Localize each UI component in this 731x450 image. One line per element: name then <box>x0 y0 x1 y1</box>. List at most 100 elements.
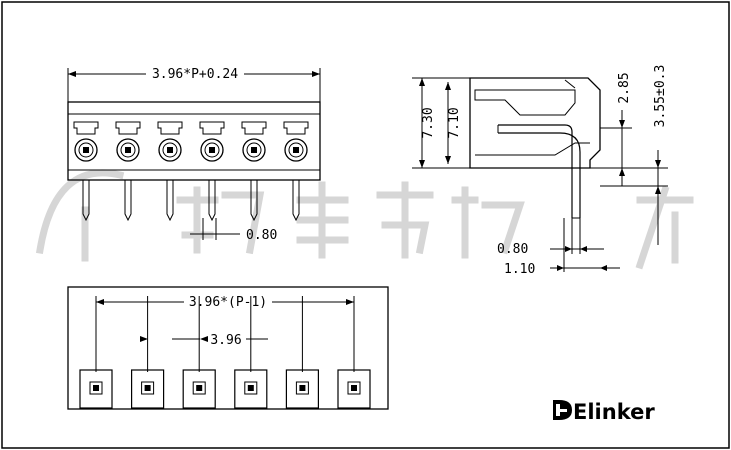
screw-slot <box>293 147 299 153</box>
pin-latch <box>241 121 267 135</box>
side-lower-line <box>475 142 590 156</box>
pad-pin <box>351 385 357 391</box>
top-pin-2 <box>115 121 141 222</box>
top-dim-arrow-right <box>312 71 320 77</box>
side-offset-upper-label: 2.85 <box>617 72 632 103</box>
pin-leg <box>82 180 90 222</box>
pin-leg <box>292 180 300 222</box>
bottom-pad-2 <box>131 296 165 409</box>
bottom-pad-4 <box>234 296 268 409</box>
pad-outline <box>182 369 216 409</box>
pad-pin <box>299 385 306 391</box>
arrow <box>580 246 587 252</box>
pad-outline <box>79 369 113 409</box>
arrow <box>655 160 661 168</box>
pad-hole <box>89 381 103 395</box>
bottom-pad-1 <box>79 296 113 409</box>
pad-hole <box>141 381 155 395</box>
bottom-pad-6 <box>337 296 371 409</box>
bottom-housing <box>67 286 389 410</box>
bottom-pitch-label: 3.96 <box>210 333 241 348</box>
side-height-inner-label: 7.10 <box>447 107 462 138</box>
arrow <box>445 156 451 164</box>
arrow <box>140 336 148 342</box>
bottom-pad-group <box>79 296 371 409</box>
screw-inner <box>246 142 262 158</box>
bottom-pad-5 <box>285 296 319 409</box>
pin-latch <box>115 121 141 135</box>
bottom-view: 3.96*(P-1) 3.96 <box>67 286 389 410</box>
pin-leg <box>208 180 216 222</box>
watermark <box>35 169 694 270</box>
top-overall-dim-label: 3.96*P+0.24 <box>152 67 238 82</box>
arrow <box>619 168 625 176</box>
screw-inner <box>162 142 178 158</box>
elinker-logo: Elinker <box>553 400 655 424</box>
screw-outer <box>158 138 182 162</box>
top-pin-1 <box>73 121 99 222</box>
pad-hole <box>244 381 258 395</box>
top-view: 3.96*P+0.24 0.80 <box>67 67 321 243</box>
side-upper-cavity <box>474 89 576 116</box>
top-pin-4 <box>199 121 225 222</box>
screw-slot <box>167 147 173 153</box>
arrow <box>655 186 661 194</box>
side-pin-inner <box>498 132 581 218</box>
arrow <box>619 120 625 128</box>
pad-hole <box>192 381 206 395</box>
pin-leg <box>124 180 132 222</box>
top-dim-arrow-left <box>68 71 76 77</box>
pad-hole <box>347 381 361 395</box>
screw-outer <box>242 138 266 162</box>
brand-name: Elinker <box>573 400 655 424</box>
top-pin-6 <box>283 121 309 222</box>
side-pin-outer <box>498 124 573 218</box>
side-view: 7.30 7.10 2.85 3.55±0.3 0.80 1.10 <box>412 65 668 277</box>
screw-outer <box>74 138 98 162</box>
arrow <box>200 336 208 342</box>
side-chamfer <box>564 79 576 89</box>
pad-pin <box>196 385 203 391</box>
arrow <box>600 265 607 271</box>
side-housing <box>469 77 601 169</box>
screw-inner <box>78 142 94 158</box>
screw-slot <box>251 147 257 153</box>
screw-inner <box>120 142 136 158</box>
bottom-span-label: 3.96*(P-1) <box>189 295 267 310</box>
side-height-outer-label: 7.30 <box>421 107 436 138</box>
arrow <box>445 82 451 90</box>
pad-outline <box>131 369 165 409</box>
pad-outline <box>234 369 268 409</box>
arrow <box>419 160 425 168</box>
pad-outline <box>337 369 371 409</box>
arrow <box>96 299 104 305</box>
side-pin-width-label: 0.80 <box>497 242 528 257</box>
top-pin-group <box>73 121 309 222</box>
screw-slot <box>125 147 131 153</box>
screw-outer <box>116 138 140 162</box>
top-pin-3 <box>157 121 183 222</box>
screw-slot <box>209 147 215 153</box>
elinker-logo-icon <box>553 400 572 420</box>
pin-leg <box>166 180 174 222</box>
pad-pin <box>247 385 254 391</box>
arrow <box>346 299 354 305</box>
screw-inner <box>204 142 220 158</box>
pin-latch <box>73 121 99 135</box>
screw-inner <box>288 142 304 158</box>
screw-outer <box>284 138 308 162</box>
pad-outline <box>285 369 319 409</box>
screw-slot <box>83 147 89 153</box>
top-pin-width-label: 0.80 <box>246 228 277 243</box>
side-offset-lower-label: 3.55±0.3 <box>653 65 668 128</box>
top-pin-5 <box>241 121 267 222</box>
arrow <box>557 265 564 271</box>
pin-latch <box>283 121 309 135</box>
arrow <box>419 78 425 86</box>
pin-leg <box>250 180 258 222</box>
arrow <box>565 246 572 252</box>
pad-hole <box>295 381 309 395</box>
